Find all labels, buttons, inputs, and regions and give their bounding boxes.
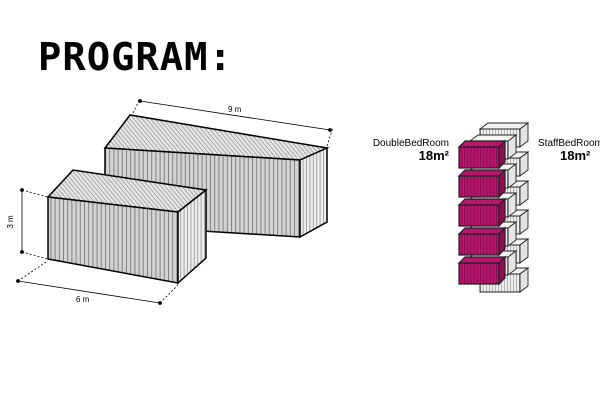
double-bedroom-unit [458,233,500,256]
dimension-3m-label: 3 m [6,215,15,229]
stack-back-unit-end [519,209,529,235]
stack-back-unit-end [519,267,529,293]
container-stack [457,122,530,293]
dimension-6m-label: 6 m [76,295,90,304]
double-bedroom-unit [458,204,500,227]
double-bedroom-unit-end [498,139,506,170]
staff-room-name: StaffBedRoom [538,138,600,149]
double-bedroom-unit-top [457,140,507,148]
double-bedroom-unit-end [498,226,506,257]
dimension-6m [16,261,179,305]
double-bedroom-unit [458,175,500,198]
double-bedroom-unit-end [498,197,506,228]
page-title: PROGRAM: [38,35,233,79]
container-6m-front-side [47,196,179,284]
container-6m-end [177,188,207,285]
double-bedroom-unit [458,146,500,169]
double-bedroom-unit-end [498,168,506,199]
dimension-9m [132,98,334,147]
double-bedroom-unit-top [457,198,507,206]
double-bedroom-unit-top [457,256,507,264]
stack-mid-unit-end [507,163,517,189]
stack-back-unit-end [519,180,529,206]
stack-back-unit-end [519,238,529,264]
double-room-name: DoubleBedRoom [373,138,449,149]
container-9m-end [299,146,328,239]
stack-back-unit-end [519,151,529,177]
dimension-9m-label: 9 m [228,105,242,114]
double-room-area: 18m² [419,148,450,163]
stack-mid-unit-end [507,221,517,247]
staff-room-area: 18m² [560,148,591,163]
stack-mid-unit-end [507,250,517,276]
double-bedroom-unit-top [457,227,507,235]
stack-mid-unit-end [507,134,517,160]
stack-back-unit-end [519,122,529,148]
dimension-3m [20,188,49,260]
stack-mid-unit-end [507,192,517,218]
container-6m [46,169,208,285]
double-bedroom-unit-top [457,169,507,177]
double-bedroom-unit [458,262,500,285]
double-bedroom-unit-end [498,255,506,286]
